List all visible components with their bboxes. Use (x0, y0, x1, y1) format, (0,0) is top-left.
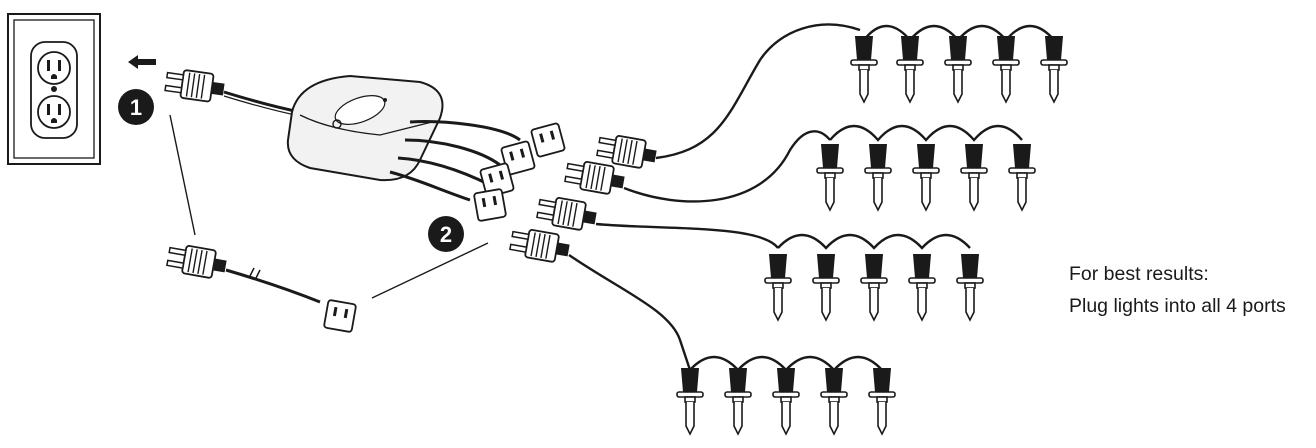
bulb-icon (1040, 35, 1068, 103)
bulb-icon (812, 253, 840, 321)
hub-socket-4 (472, 187, 508, 223)
hub-input-plug (163, 66, 301, 117)
bulb-icon (944, 35, 972, 103)
light-string-cords (568, 23, 861, 371)
bulb-icon (724, 367, 752, 435)
step-1-badge: 1 (118, 89, 154, 125)
bulb-icon (816, 143, 844, 211)
plug-icon-string-3 (535, 193, 599, 234)
bulb-icon (676, 367, 704, 435)
bulb-icon (820, 367, 848, 435)
bulb-icon (908, 253, 936, 321)
bulb-icon (764, 253, 792, 321)
plug-icon-string-4 (508, 225, 572, 266)
power-hub-icon (286, 74, 444, 182)
caption-line-1: For best results: (1069, 263, 1209, 285)
light-string-1 (850, 24, 1068, 103)
leader-lines (169, 114, 489, 299)
bulb-icon (896, 35, 924, 103)
bulb-icon (860, 253, 888, 321)
step-1-number: 1 (130, 95, 142, 120)
hub-socket-1 (529, 121, 567, 159)
bulb-icon (956, 253, 984, 321)
bulb-icon (772, 367, 800, 435)
extension-cord-icon (165, 241, 358, 334)
bulb-icon (960, 143, 988, 211)
bulb-icon (1008, 143, 1036, 211)
bulb-icon (868, 367, 896, 435)
caption-line-2: Plug lights into all 4 ports (1069, 295, 1286, 317)
arrow-left-icon (128, 55, 156, 69)
bulb-icon (850, 35, 878, 103)
bulb-icon (864, 143, 892, 211)
bulb-icon (992, 35, 1020, 103)
wall-outlet-icon (7, 13, 101, 165)
instruction-caption: For best results: Plug lights into all 4… (1069, 258, 1286, 322)
bulb-icon (912, 143, 940, 211)
step-2-badge: 2 (428, 216, 464, 252)
light-string-3 (764, 233, 984, 321)
hub-output-cords (389, 120, 521, 202)
light-string-4 (676, 355, 896, 435)
light-string-2 (816, 124, 1036, 211)
step-2-number: 2 (440, 222, 452, 247)
